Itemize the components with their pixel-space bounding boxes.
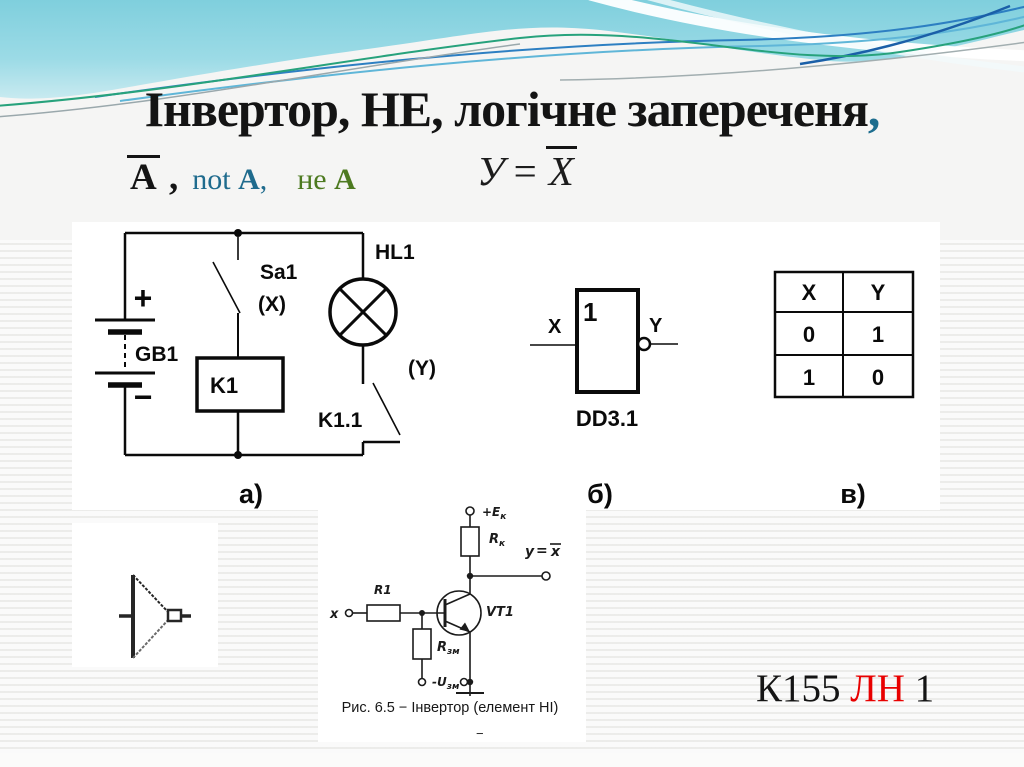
lamp-signal-label: (Y) [408, 357, 436, 380]
figure-caption: Рис. 6.5 − Інвертор (елемент НІ) [342, 700, 559, 716]
chip-prefix: К155 [756, 667, 851, 710]
slide-title-accent-comma: , [867, 81, 880, 137]
not-letter: A [238, 163, 260, 196]
truth-table-caption: в) [840, 479, 866, 509]
collector-resistor-label: Rк [489, 532, 506, 549]
not-word: not [192, 163, 239, 196]
truth-table-header-y: Y [871, 280, 886, 305]
ground-icon [456, 682, 484, 696]
gate-function-label: 1 [583, 297, 597, 327]
supply-label: +Eк [482, 505, 507, 522]
formula-rhs-overlined: X [545, 146, 577, 193]
notation-ne-a: не A [297, 163, 356, 196]
not-comma: , [259, 163, 268, 196]
relay-circuit-diagram: + − GB1 Sa1 (X) K1 HL1 (Y) K1.1 а) [95, 229, 436, 509]
ne-letter: A [334, 163, 356, 196]
notation-not-a: not A, [192, 163, 267, 196]
input-label: x [329, 607, 339, 622]
relay-contact-icon [361, 382, 401, 455]
truth-table-header-x: X [802, 280, 817, 305]
gate-caption: б) [587, 479, 613, 509]
battery-minus-label: − [134, 379, 153, 415]
header-wave-decoration [0, 0, 1024, 240]
relay-label: K1 [210, 373, 238, 398]
lamp-icon [328, 233, 398, 384]
gray-curve-line-left [0, 43, 521, 118]
chip-series: ЛН [850, 667, 905, 710]
logic-not-figure: + − GB1 Sa1 (X) K1 HL1 (Y) K1.1 а) 1 X Y [72, 222, 940, 510]
white-streak-2 [646, 0, 1024, 73]
inversion-bubble-icon [636, 336, 652, 352]
bias-resistor-label: Rзм [437, 640, 460, 657]
formula-equals: = [513, 148, 537, 194]
truth-table-cell: 1 [872, 322, 884, 347]
battery-icon [95, 318, 155, 388]
ub-sub: зм [446, 682, 460, 692]
output-equation-lhs: y [525, 544, 535, 560]
bottom-strip [0, 753, 1024, 767]
transistor-label: VT1 [486, 605, 514, 620]
truth-table-cell: 0 [803, 322, 815, 347]
switch-label: Sa1 [260, 261, 298, 284]
figure-background [318, 495, 586, 742]
chip-suffix: 1 [904, 667, 935, 710]
supply-sub: к [500, 512, 507, 522]
relay-coil-icon [195, 356, 285, 413]
gate-output-label: Y [649, 315, 663, 337]
transistor-inverter-figure: +Eк Rк y = x VT1 R1 x Rзм -Uзм Рис. 6.5 … [318, 495, 586, 742]
output-equation-rhs: x [550, 544, 561, 560]
input-resistor-label: R1 [374, 583, 392, 597]
inverter-triangle-icon [119, 574, 191, 659]
truth-table: X Y 0 1 1 0 в) [773, 270, 915, 509]
a-comma: , [159, 157, 179, 198]
gate-input-label: X [548, 316, 562, 338]
circuit-a-caption: а) [239, 479, 263, 509]
rc-base: R [489, 532, 499, 547]
battery-label: GB1 [135, 343, 179, 366]
output-equation-eq: = [536, 543, 548, 559]
ne-word: не [297, 163, 335, 196]
inverter-triangle-figure [72, 523, 218, 667]
bias-supply-label: -Uзм [432, 675, 460, 692]
truth-table-cell: 0 [872, 365, 884, 390]
output-terminal-icon [541, 571, 551, 581]
switch-icon [212, 229, 242, 358]
supply-base: +E [482, 505, 501, 519]
a-overlined: A [127, 155, 160, 198]
gate-ref-label: DD3.1 [576, 406, 638, 431]
truth-table-cell: 1 [803, 365, 815, 390]
rb-sub: зм [446, 647, 460, 657]
rc-sub: к [499, 539, 506, 549]
switch-signal-label: (X) [258, 293, 286, 316]
stray-dash: − [476, 726, 484, 741]
slide-title: Інвертор, НЕ, логічне запереченя, [0, 80, 1024, 138]
boolean-formula: У=X [477, 146, 577, 195]
formula-lhs: У [477, 148, 505, 194]
slide-title-text: Інвертор, НЕ, логічне запереченя [144, 81, 869, 137]
ub-base: -U [432, 675, 447, 689]
rb-base: R [437, 640, 447, 655]
figure-background [72, 523, 218, 667]
not-gate-symbol: 1 X Y DD3.1 б) [530, 288, 678, 509]
negation-notations-line: A ,not A,не A [127, 155, 356, 199]
green-curve-line [0, 24, 1024, 107]
bias-terminal-icon [417, 677, 427, 687]
dark-blue-curve-line [799, 4, 1011, 66]
lamp-label: HL1 [375, 241, 415, 264]
gray-curve-line-right [559, 41, 1024, 81]
contact-label: K1.1 [318, 409, 363, 432]
chip-marking: К155 ЛН 1 [756, 666, 934, 711]
battery-plus-label: + [134, 280, 153, 316]
